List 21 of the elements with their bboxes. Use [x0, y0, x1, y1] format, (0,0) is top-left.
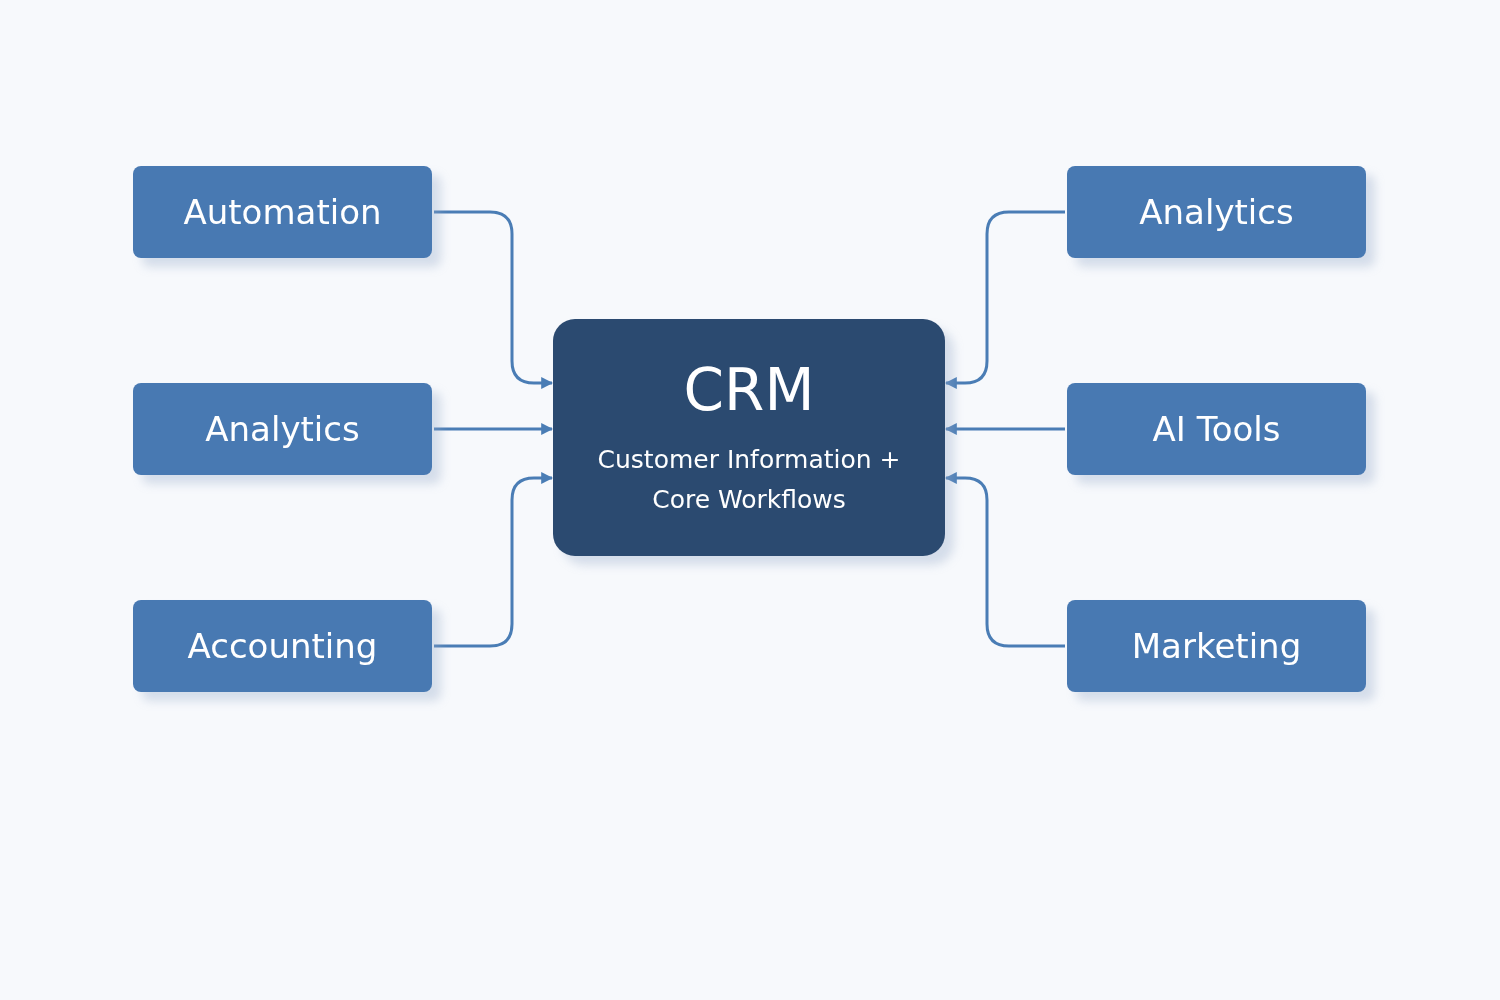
- connector-arrow: [434, 423, 554, 435]
- module-box: [1067, 383, 1366, 475]
- module-label: Marketing: [1131, 626, 1302, 666]
- module-box: [1067, 600, 1366, 692]
- connector-arrow: [944, 210, 1065, 389]
- connector-arrow: [944, 423, 1065, 435]
- module-box: [133, 600, 432, 692]
- module-box: [1067, 166, 1366, 258]
- connector-arrow: [434, 472, 554, 648]
- hub-description: Customer Information + Core Workflows: [596, 443, 902, 516]
- module-label: Accounting: [187, 626, 378, 666]
- module-box: [133, 166, 432, 258]
- module-label: AI Tools: [1152, 409, 1281, 449]
- module-label: Analytics: [205, 409, 360, 449]
- module-label: Automation: [183, 192, 382, 232]
- module-label: Analytics: [1139, 192, 1294, 232]
- connector-arrow: [434, 210, 554, 389]
- hub-title: CRM: [683, 355, 815, 424]
- connector-arrow: [944, 472, 1065, 648]
- hub-box: [553, 319, 945, 556]
- module-box: [133, 383, 432, 475]
